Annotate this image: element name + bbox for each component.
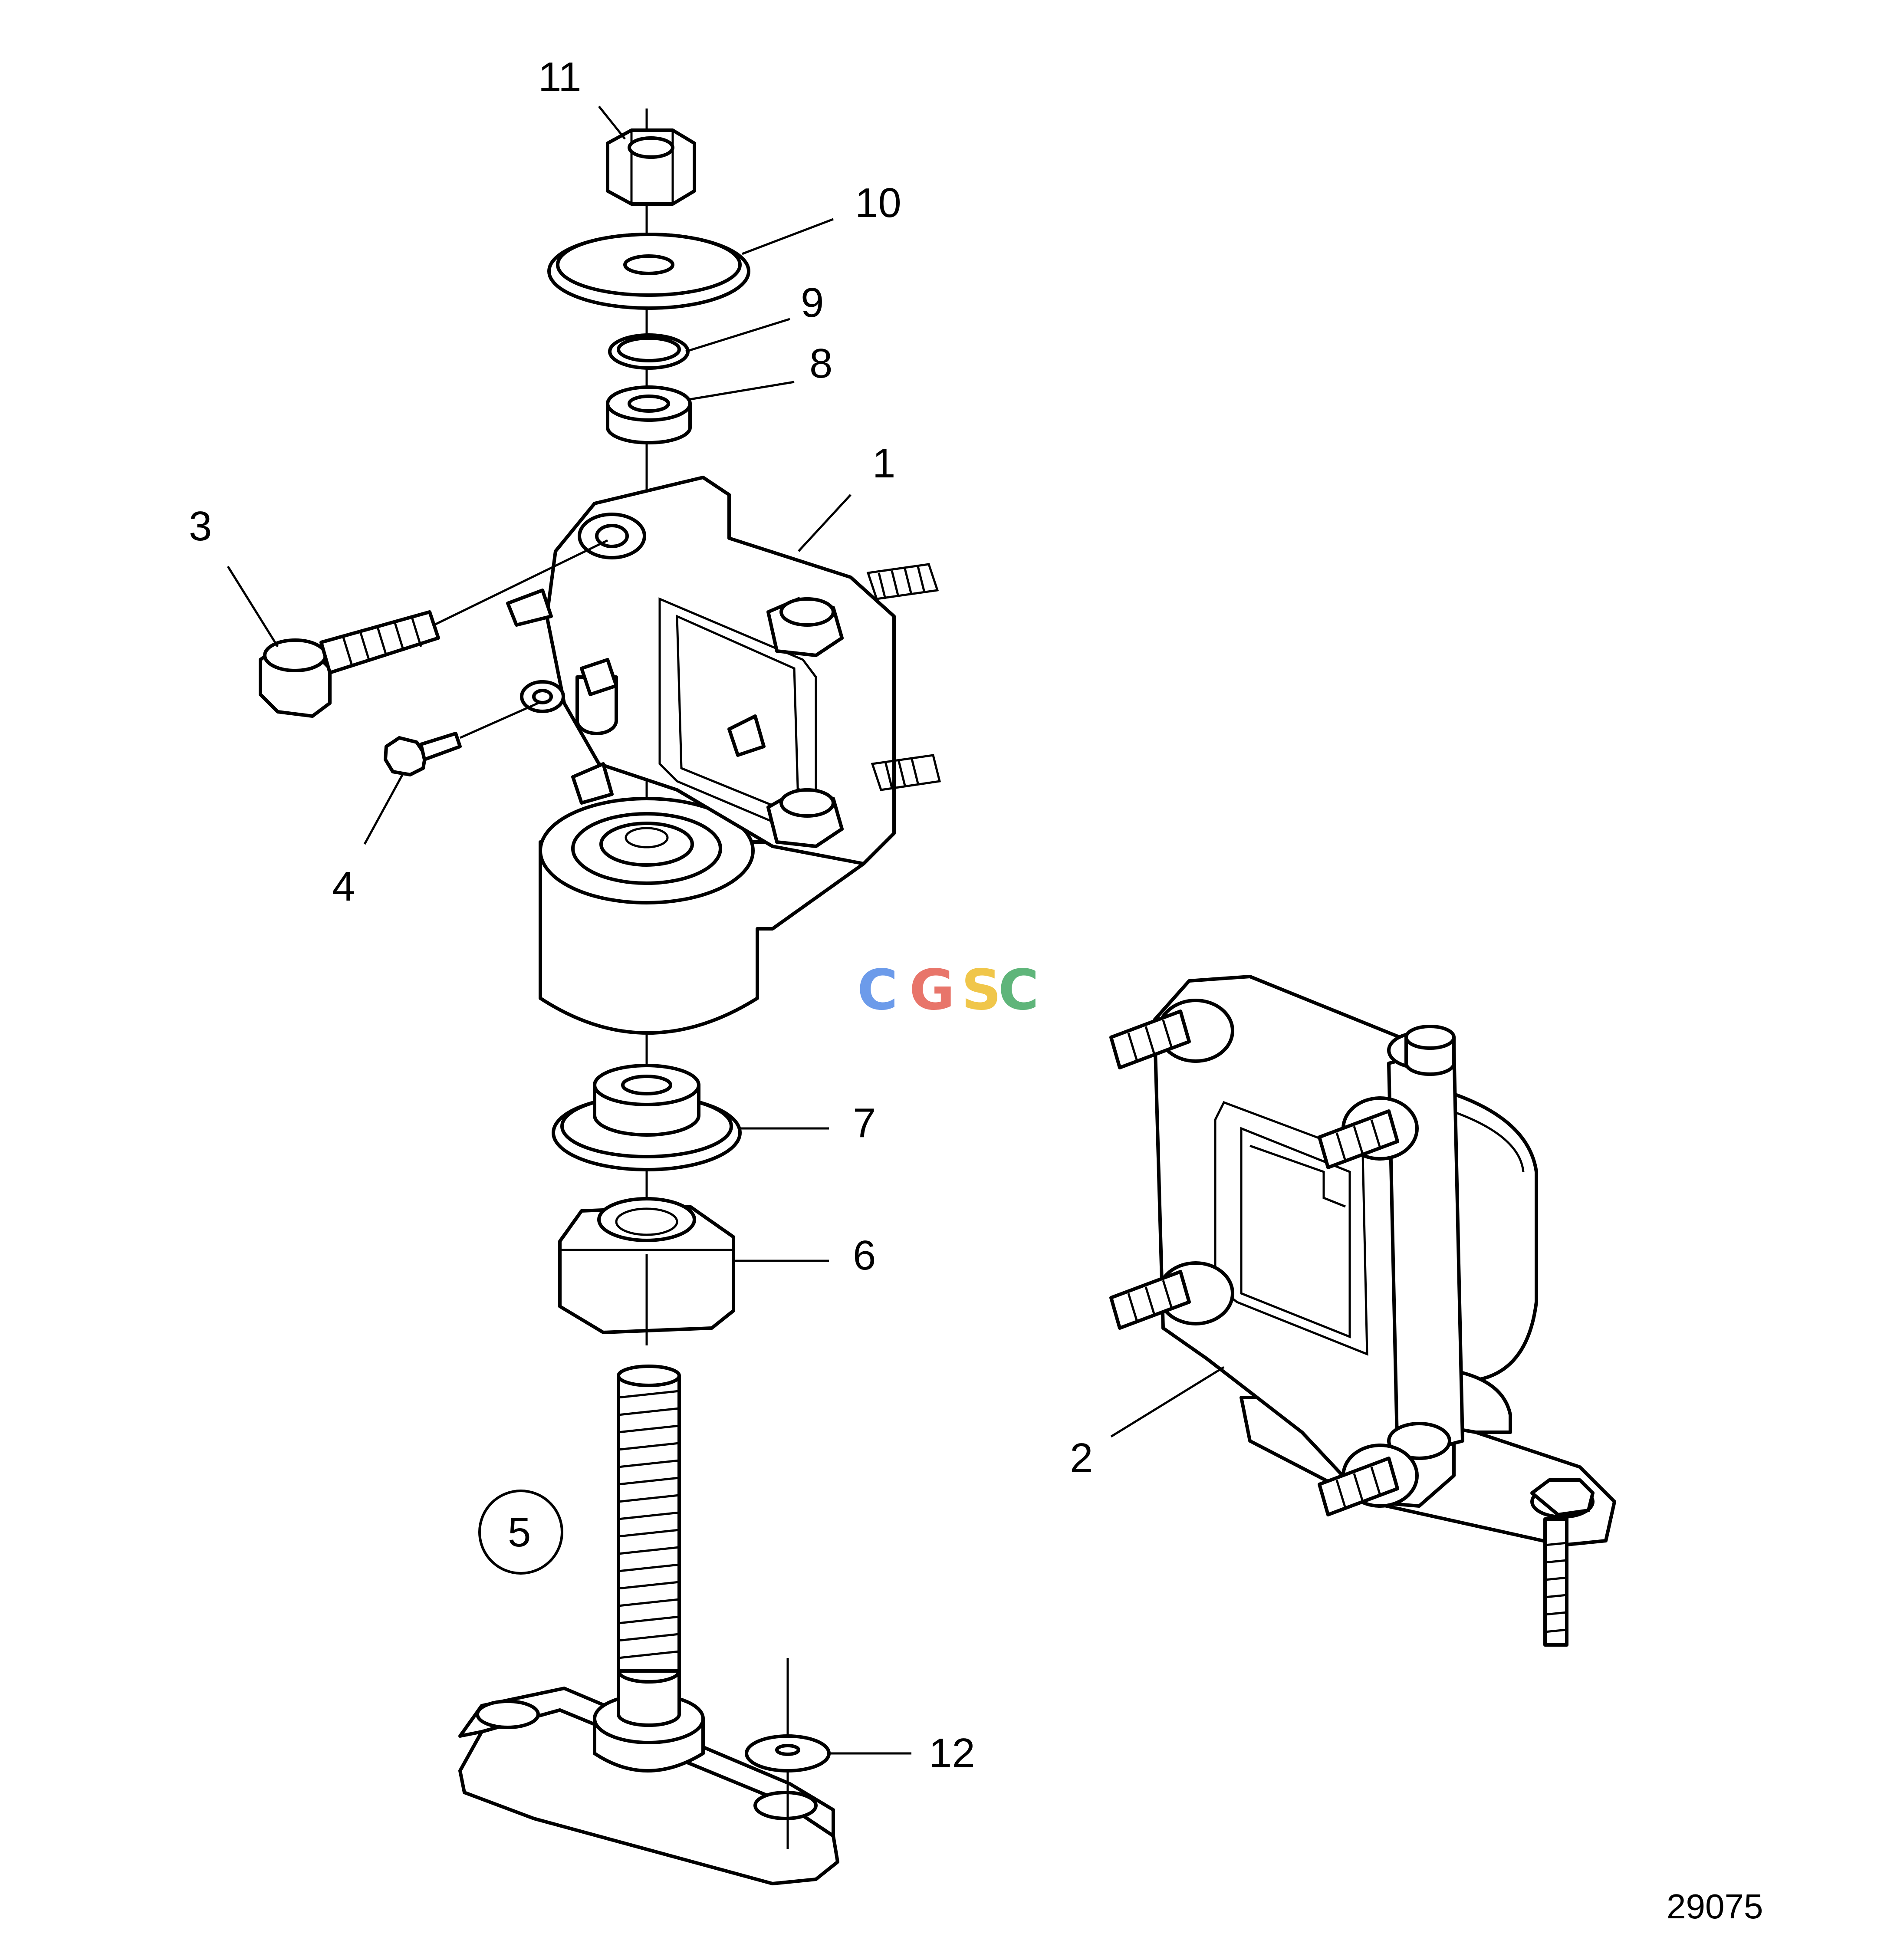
callout-6: 6: [853, 1232, 876, 1279]
callout-5-circle: [478, 1490, 563, 1575]
part-5-threaded-stud-base: [458, 1365, 839, 1885]
watermark-letter-4: C: [998, 958, 1039, 1023]
watermark-letter-3: S: [961, 958, 1001, 1023]
part-4-small-bolt: [384, 702, 539, 776]
leader-11: [598, 105, 626, 140]
callout-5: 5: [508, 1509, 531, 1556]
callout-8: 8: [809, 340, 832, 387]
part-10-washer: [547, 233, 750, 310]
part-3-flange-bolt: [259, 539, 608, 718]
callout-1: 1: [872, 440, 895, 487]
callout-10: 10: [855, 180, 901, 226]
leader-2: [1110, 1366, 1225, 1438]
callout-9: 9: [801, 280, 824, 326]
part-2-assembled-mount: [1109, 975, 1616, 1647]
watermark-letter-1: C: [857, 958, 898, 1023]
cgsc-watermark: C G S C: [857, 958, 1039, 1023]
leader-10: [742, 218, 834, 255]
callout-7: 7: [853, 1100, 876, 1146]
part-8-spacer: [606, 385, 692, 444]
callout-11: 11: [538, 54, 582, 100]
part-11-hex-nut: [606, 128, 696, 206]
leader-9: [685, 318, 790, 353]
part-9-ring: [608, 333, 690, 370]
callout-4: 4: [332, 863, 355, 910]
bolt-4-axis-line: [459, 702, 539, 739]
part-7-stepped-washer: [552, 1064, 742, 1171]
leader-1: [798, 494, 852, 552]
part-12-small-washer: [745, 1658, 831, 1849]
bolt-3-axis-line: [433, 539, 608, 626]
watermark-letter-2: G: [909, 958, 955, 1023]
part-6-large-hex-nut: [558, 1197, 735, 1334]
leader-8: [690, 381, 795, 401]
leader-4: [363, 772, 405, 845]
callout-2: 2: [1070, 1435, 1093, 1481]
leader-lines: [227, 105, 1225, 1755]
callout-12: 12: [929, 1730, 975, 1776]
leader-3: [227, 566, 279, 648]
figure-number: 29075: [1667, 1887, 1763, 1926]
callout-3: 3: [189, 503, 212, 549]
part-1-mount-bracket: [506, 476, 941, 1035]
